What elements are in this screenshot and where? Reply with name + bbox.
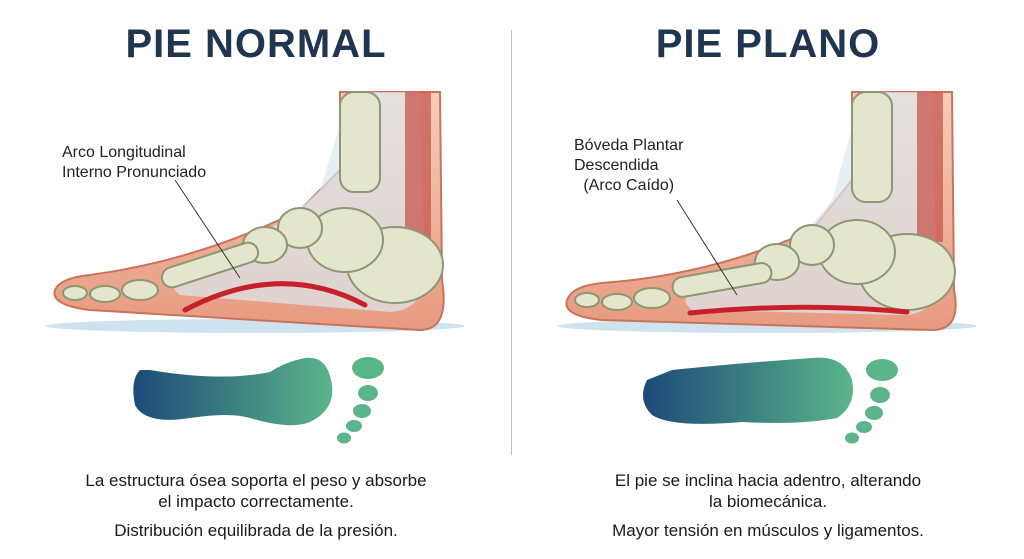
label-leader-line [174,179,241,279]
label-line: Descendida [574,157,659,174]
metatarsal-bone [671,262,773,298]
caption-line: la biomecánica. [708,492,828,511]
flat-arch-label: Bóveda Plantar Descendida (Arco Caído) [574,136,683,196]
normal-foot-illustration [45,91,465,444]
normal-foot-title: PIE NORMAL [125,22,387,66]
tibia-bone [339,91,381,193]
caption-line: La estructura ósea soporta el peso y abs… [85,471,427,490]
arch-indicator [687,304,910,316]
tibia-bone [851,91,893,203]
flat-foot-title: PIE PLANO [655,22,881,66]
achilles-tendon [917,92,943,242]
caption-line: Distribución equilibrada de la presión. [114,521,398,540]
normal-foot-panel: PIE NORMAL Arco Longitudinal Interno Pro… [45,22,465,540]
label-line: Interno Pronunciado [62,164,207,181]
label-line: Arco Longitudinal [62,144,186,161]
caption-line: Mayor tensión en músculos y ligamentos. [612,521,924,540]
arch-indicator [182,281,368,313]
normal-footprint-icon [133,357,333,426]
label-leader-line [676,199,738,296]
caption-line: el impacto correctamente. [158,492,354,511]
label-line: Bóveda Plantar [574,137,684,154]
caption-line: El pie se inclina hacia adentro, alteran… [614,471,922,490]
metatarsal-bone [160,241,260,289]
flat-foot-panel: PIE PLANO Bóveda Plantar Descendida (Arc… [512,0,1024,559]
achilles-tendon [405,92,431,242]
panel-divider [511,30,512,455]
label-line: (Arco Caído) [583,177,675,194]
flat-footprint-icon [643,357,853,424]
flat-foot-illustration [557,91,977,444]
normal-arch-label: Arco Longitudinal Interno Pronunciado [62,143,206,183]
